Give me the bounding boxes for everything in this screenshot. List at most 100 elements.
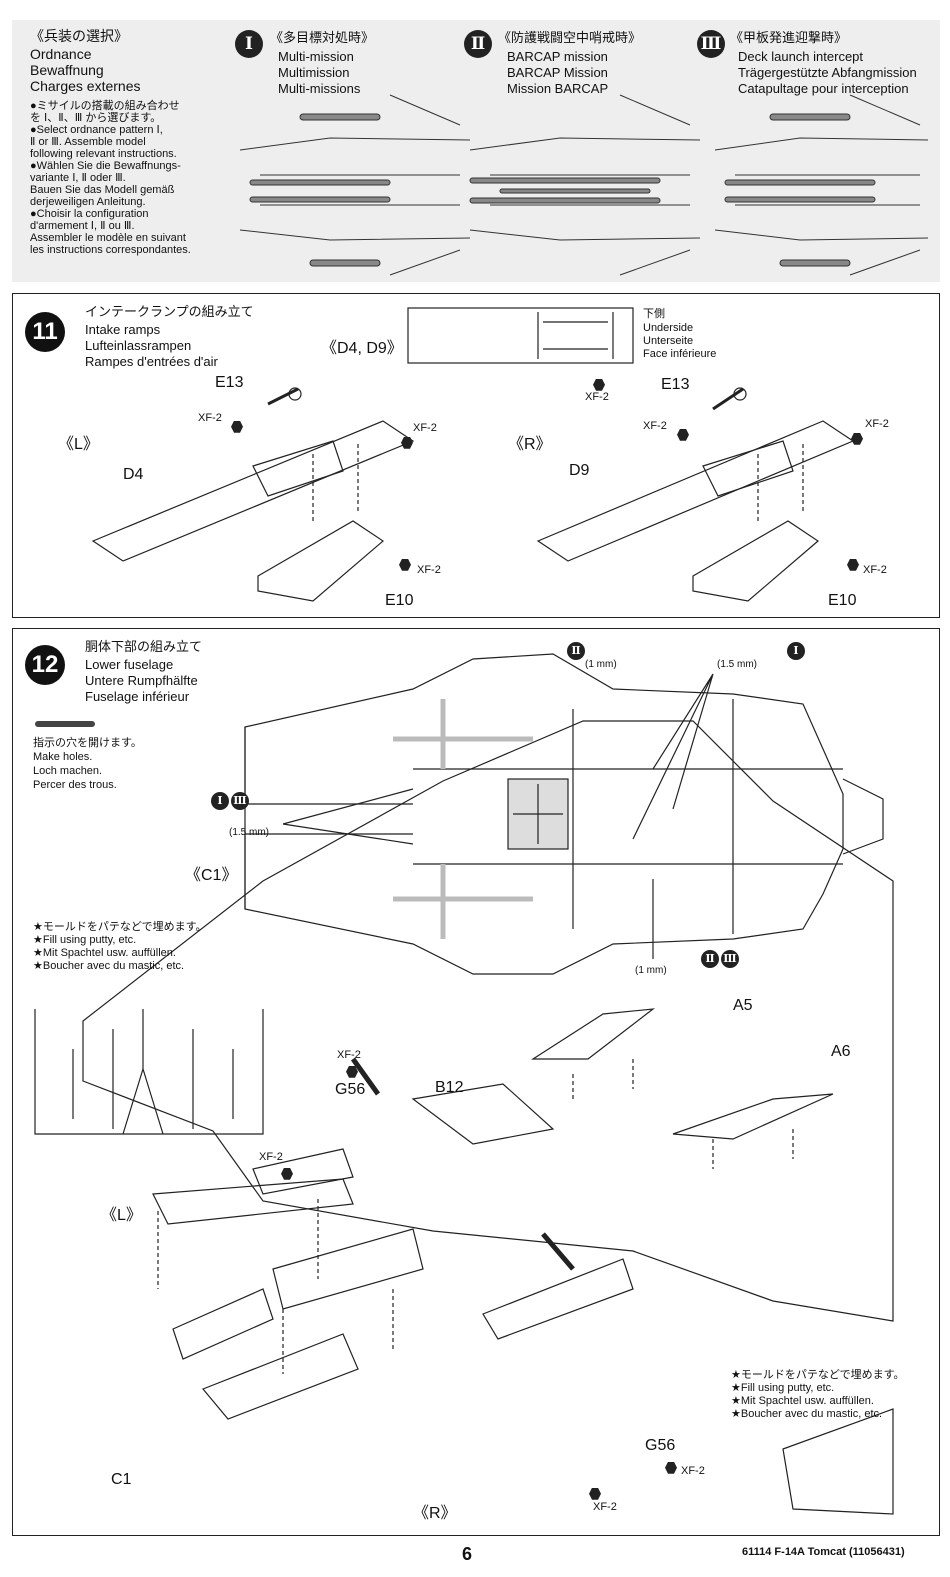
paint-hex-icon [401,436,413,449]
step-11-panel: 11 インテークランプの組み立て Intake ramps Lufteinlas… [12,293,940,618]
part-label-e13-left: E13 [215,374,244,391]
paint-xf2-e10-right [847,556,859,574]
right-label: 《R》 [413,1505,457,1522]
roman-numeral-badge: Ⅱ [464,30,492,58]
option-3-jp: 《甲板発進迎撃時》 [730,30,848,45]
step-12-panel: 12 胴体下部の組み立て Lower fuselage Untere Rumpf… [12,628,940,1536]
part-label-g56-bottom: G56 [645,1437,676,1454]
part-label-a5: A5 [733,997,753,1014]
ordnance-instr-line: ●ミサイルの搭載の組み合わせ [30,100,180,112]
product-code: 61114 F-14A Tomcat (11056431) [742,1546,905,1558]
ordnance-instr-line: Assembler le modèle en suivant [30,232,186,244]
missile-icon [249,113,391,267]
drill-size-1mm-top: (1 mm) [585,659,617,670]
ordnance-title-de: Bewaffnung [30,62,104,78]
option-1-en: Multi-mission [278,49,354,64]
part-label-d4: D4 [123,466,144,483]
roman-numeral-badge: Ⅰ [211,792,229,810]
part-label-e13-right: E13 [661,376,690,393]
paint-hex-icon [851,432,863,445]
paint-xf2-panel-left [281,1165,293,1183]
paint-hex-icon [665,1461,677,1474]
putty-jp-top: ★モールドをパテなどで埋めます。 [33,921,207,933]
option-1-fr: Multi-missions [278,81,361,96]
step-11-title-de: Lufteinlassrampen [85,338,192,353]
step-12-title-de: Untere Rumpfhälfte [85,673,198,688]
ordnance-instr-line: les instructions correspondantes. [30,244,191,256]
left-label: 《L》 [58,436,99,453]
paint-hex-icon [281,1167,293,1180]
paint-hex-icon [677,428,689,441]
part-label-e10-right: E10 [828,592,857,609]
paint-label: XF-2 [198,412,222,424]
option-1-de: Multimission [278,65,350,80]
putty-en-bottom: ★Fill using putty, etc. [731,1382,835,1394]
drill-bit-icon [35,721,95,727]
paint-hex-icon [589,1487,601,1500]
paint-label: XF-2 [593,1501,617,1513]
part-label-c1: C1 [111,1471,132,1488]
ordnance-instructions: ●ミサイルの搭載の組み合わせ を Ⅰ、Ⅱ、Ⅲ から選びます。 ●Select o… [30,100,191,256]
holes-en: Make holes. [33,751,93,763]
part-label-b12: B12 [435,1079,464,1096]
paint-label: XF-2 [863,564,887,576]
holes-de: Loch machen. [33,765,103,777]
putty-en-top: ★Fill using putty, etc. [33,934,137,946]
ordnance-instr-line: following relevant instructions. [30,148,177,160]
paint-xf2-g56-top [346,1063,358,1081]
ordnance-option-2: Ⅱ [464,30,492,58]
step-number-11: 11 [25,312,65,352]
roman-numeral-badge: Ⅲ [697,30,725,58]
paint-label: XF-2 [417,564,441,576]
paint-xf2-g56-bottom [665,1459,677,1477]
underside-label-fr: Face inférieure [643,348,717,360]
ordnance-instr-line: derjeweiligen Anleitung. [30,196,146,208]
parts-label-d4-d9: 《D4, D9》 [321,340,403,357]
paint-xf2-e13-left [231,418,243,436]
roman-numeral-badge: Ⅲ [231,792,249,810]
putty-fr-top: ★Boucher avec du mastic, etc. [33,960,185,972]
step-12-title-fr: Fuselage inférieur [85,689,190,704]
ordnance-title-fr: Charges externes [30,78,141,94]
right-label: 《R》 [508,436,552,453]
lower-fuselage-illustration [34,653,894,1515]
drill-option-badge: Ⅱ [565,641,585,660]
ordnance-option-1: Ⅰ [235,30,263,58]
missile-icon [469,177,661,204]
putty-jp-bottom: ★モールドをパテなどで埋めます。 [731,1369,905,1381]
option-2-fr: Mission BARCAP [507,81,609,96]
option-2-en: BARCAP mission [507,49,608,64]
ordnance-illustrations [239,94,929,276]
paint-xf2-bottom [589,1485,601,1503]
paint-hex-icon [231,420,243,433]
paint-label: XF-2 [413,422,437,434]
ordnance-instr-line: を Ⅰ、Ⅱ、Ⅲ から選びます。 [30,112,162,124]
drill-size-1mm-bottom: (1 mm) [635,965,667,976]
underside-label-en: Underside [643,322,694,334]
paint-hex-icon [593,378,605,391]
option-2-de: BARCAP Mission [507,65,608,80]
putty-de-bottom: ★Mit Spachtel usw. auffüllen. [731,1395,874,1407]
holes-jp: 指示の穴を開けます。 [33,737,142,749]
ordnance-instr-line: variante Ⅰ, Ⅱ oder Ⅲ. [30,172,126,184]
drill-size-15mm-top: (1.5 mm) [717,659,757,670]
ordnance-title-en: Ordnance [30,46,92,62]
roman-numeral-badge: Ⅲ [721,950,739,968]
ordnance-instr-line: Ⅱ or Ⅲ. Assemble model [30,136,146,148]
paint-xf2-e10-left [399,556,411,574]
ordnance-instr-line: Bauen Sie das Modell gemäß [30,184,175,196]
roman-numeral-badge: Ⅰ [787,642,805,660]
holes-fr: Percer des trous. [33,779,117,791]
paint-xf2-e13-right [677,426,689,444]
step-12-title-en: Lower fuselage [85,657,174,672]
ordnance-option-3: Ⅲ [697,30,725,58]
roman-numeral-badge: Ⅱ [567,642,585,660]
option-2-jp: 《防護戦闘空中哨戒時》 [498,30,642,45]
paint-xf2-underside [593,376,605,394]
underside-label-jp: 下側 [643,308,665,320]
paint-xf2-intake-right [851,430,863,448]
ordnance-instr-line: ●Select ordnance pattern Ⅰ, [30,124,163,136]
part-label-c1-plan: 《C1》 [185,867,238,884]
paint-label: XF-2 [643,420,667,432]
